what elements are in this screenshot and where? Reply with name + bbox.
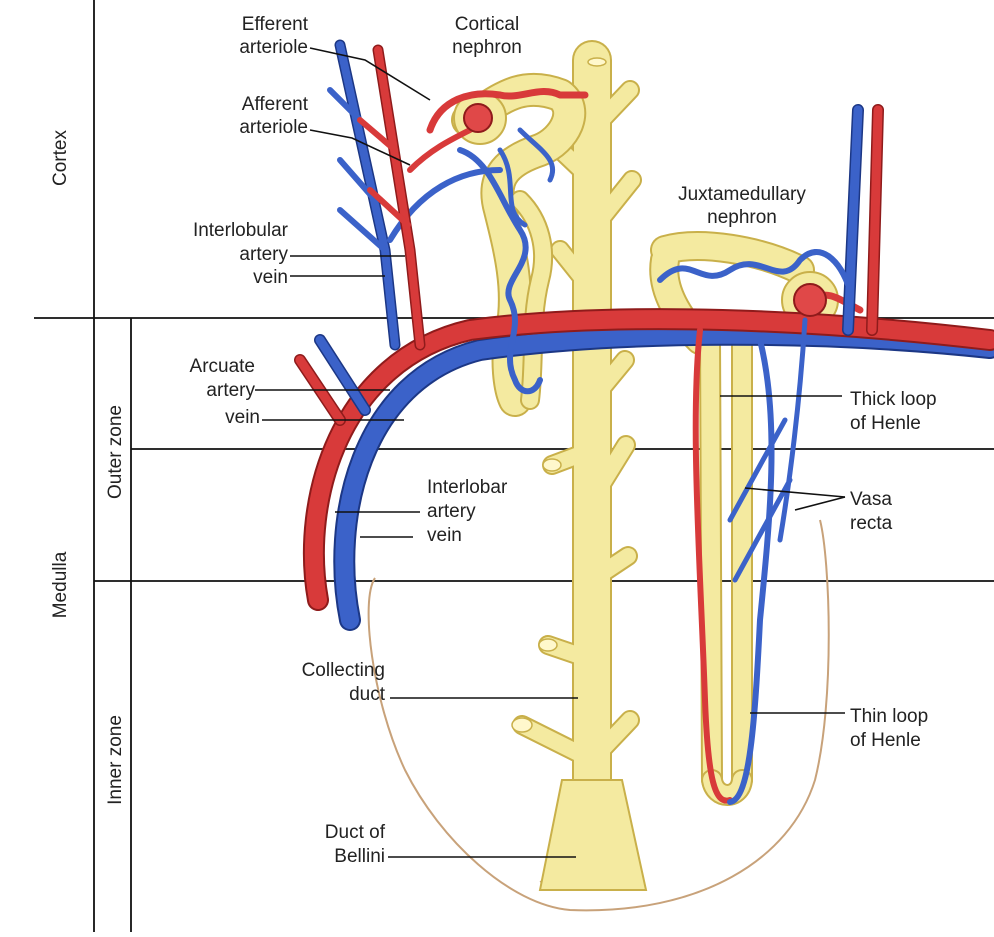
label-arcuate-2: artery	[206, 380, 255, 401]
interlobar-labels: Interlobar artery vein	[427, 477, 508, 546]
cortical-glomerulus	[426, 88, 589, 395]
label-juxta-1: Juxtamedullary	[678, 184, 806, 205]
label-thin-1: Thin loop	[850, 706, 928, 727]
label-juxta-2: nephron	[707, 207, 777, 228]
zone-cortex-label: Cortex	[50, 130, 71, 186]
label-bellini-1: Duct of	[325, 822, 386, 843]
right-labels: Thick loop of Henle Vasa recta Thin loop…	[850, 389, 937, 751]
label-arcuate-3: vein	[225, 407, 260, 428]
zone-inner-label: Inner zone	[105, 715, 126, 805]
label-interlobar-3: vein	[427, 525, 462, 546]
label-cortical-1: Cortical	[455, 14, 519, 35]
label-arcuate-1: Arcuate	[190, 356, 255, 377]
collecting-duct	[511, 40, 648, 891]
zone-rules	[34, 0, 994, 932]
label-collecting-2: duct	[349, 684, 386, 705]
label-collecting-1: Collecting	[302, 660, 385, 681]
label-bellini-2: Bellini	[334, 846, 385, 867]
label-efferent-2: arteriole	[239, 37, 308, 58]
arcuate-vessels	[294, 308, 994, 631]
label-vasa-2: recta	[850, 513, 893, 534]
interlobular-vessels	[327, 39, 503, 351]
label-interlobar-2: artery	[427, 501, 476, 522]
label-efferent-1: Efferent	[242, 14, 309, 35]
label-interlobular-3: vein	[253, 267, 288, 288]
label-interlobar-1: Interlobar	[427, 477, 508, 498]
left-labels: Efferent arteriole Afferent arteriole In…	[190, 14, 386, 867]
label-afferent-2: arteriole	[239, 117, 308, 138]
label-afferent-1: Afferent	[242, 94, 309, 115]
label-thick-2: of Henle	[850, 413, 921, 434]
label-thick-1: Thick loop	[850, 389, 937, 410]
zone-outer-label: Outer zone	[105, 405, 126, 499]
label-interlobular-2: artery	[239, 244, 288, 265]
label-vasa-1: Vasa	[850, 489, 892, 510]
label-interlobular-1: Interlobular	[193, 220, 289, 241]
label-thin-2: of Henle	[850, 730, 921, 751]
papilla-outline	[367, 519, 830, 912]
leader-lines	[255, 47, 846, 858]
top-center-labels: Cortical nephron Juxtamedullary nephron	[452, 14, 806, 228]
label-cortical-2: nephron	[452, 37, 522, 58]
zone-medulla-label: Medulla	[50, 551, 71, 618]
juxtamedullary-vessels	[657, 104, 884, 805]
